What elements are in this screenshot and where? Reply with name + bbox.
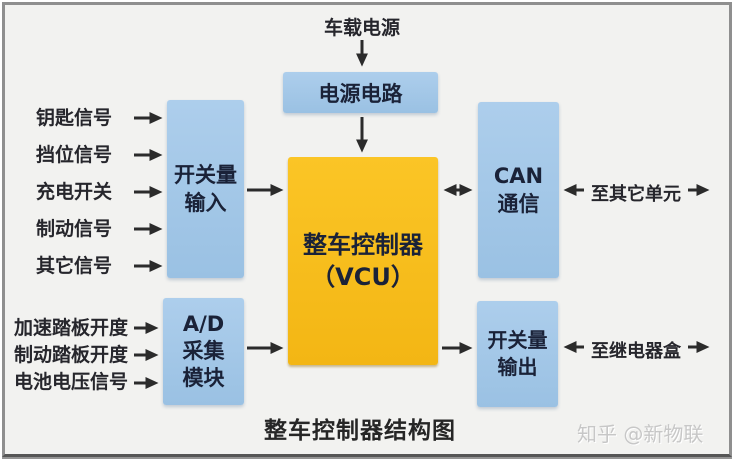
can-box: CAN 通信 bbox=[478, 102, 559, 278]
signal-key: 钥匙信号 bbox=[36, 107, 113, 129]
signal-accel-pedal: 加速踏板开度 bbox=[14, 317, 129, 339]
can-line2: 通信 bbox=[497, 192, 540, 216]
vehicle-power-label: 车载电源 bbox=[323, 17, 400, 39]
power-circuit-label: 电源电路 bbox=[318, 81, 403, 106]
switch-input-box: 开关量 输入 bbox=[167, 100, 244, 278]
signal-gear: 挡位信号 bbox=[36, 144, 113, 166]
ad-module-line1: A/D bbox=[182, 312, 225, 336]
signal-other: 其它信号 bbox=[36, 255, 113, 277]
power-circuit-box: 电源电路 bbox=[283, 72, 438, 113]
switch-output-line2: 输出 bbox=[497, 355, 538, 379]
signal-brake: 制动信号 bbox=[36, 218, 113, 240]
can-external-label: 至其它单元 bbox=[591, 184, 681, 205]
switch-output-line1: 开关量 bbox=[487, 328, 548, 352]
ad-module-line2: 采集 bbox=[182, 339, 225, 363]
can-line1: CAN bbox=[493, 164, 544, 188]
vcu-line1: 整车控制器 bbox=[303, 231, 423, 259]
switch-input-line1: 开关量 bbox=[174, 163, 237, 187]
vcu-box: 整车控制器 （VCU） bbox=[288, 157, 438, 365]
switch-input-line2: 输入 bbox=[184, 191, 227, 215]
ad-module-box: A/D 采集 模块 bbox=[163, 298, 244, 405]
signal-battery-voltage: 电池电压信号 bbox=[14, 371, 129, 393]
output-external-label: 至继电器盒 bbox=[591, 341, 681, 362]
watermark: 知乎 @新物联 bbox=[577, 422, 704, 446]
ad-module-line3: 模块 bbox=[182, 366, 225, 390]
signal-brake-pedal: 制动踏板开度 bbox=[14, 344, 129, 366]
signal-charge: 充电开关 bbox=[36, 181, 113, 203]
diagram-title: 整车控制器结构图 bbox=[264, 418, 456, 444]
switch-output-box: 开关量 输出 bbox=[477, 301, 558, 407]
vcu-line2: （VCU） bbox=[311, 263, 415, 291]
